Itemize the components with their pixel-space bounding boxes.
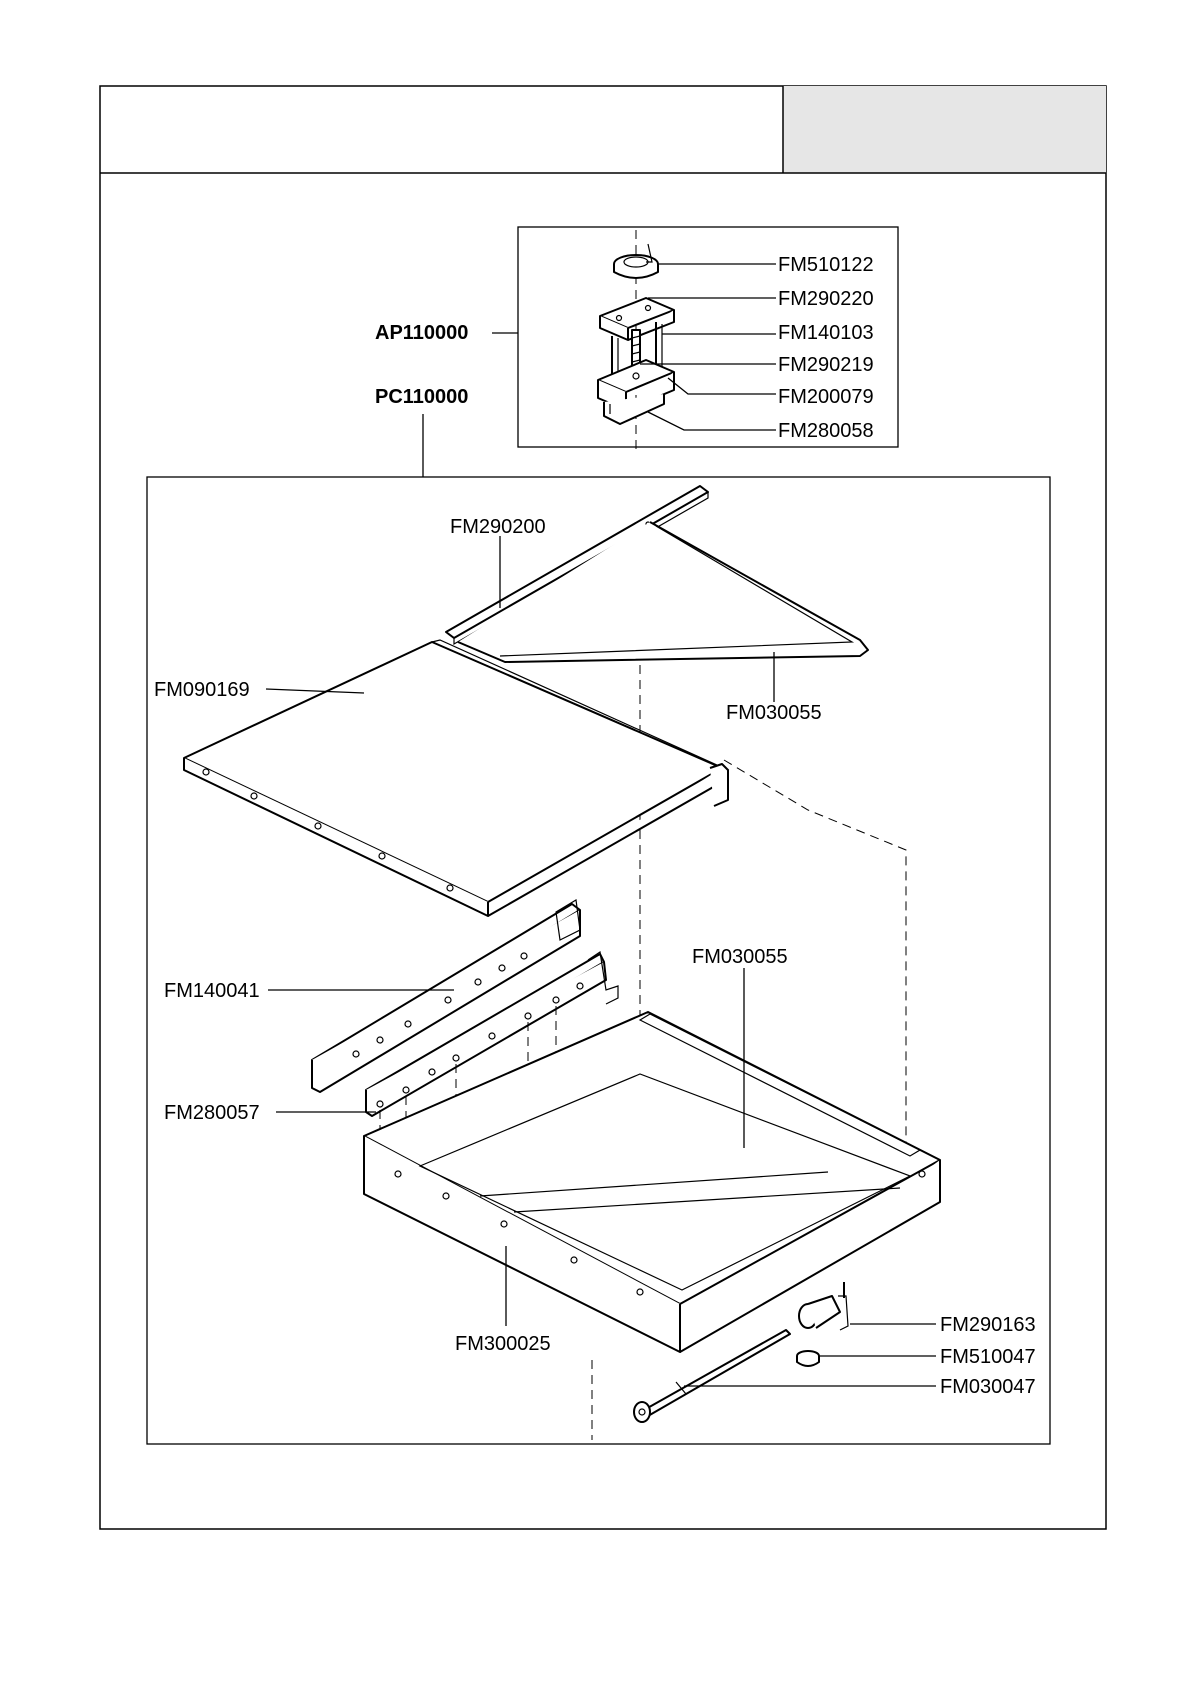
assembly-label-pc: PC110000 [375, 386, 468, 408]
upper-frame-drawing [446, 486, 868, 662]
label-fm280058: FM280058 [778, 420, 874, 442]
label-fm510122: FM510122 [778, 254, 874, 276]
label-fm030047: FM030047 [940, 1376, 1036, 1398]
label-fm290219: FM290219 [778, 354, 874, 376]
label-fm030055-bottom: FM030055 [692, 946, 788, 968]
assembly-label-ap: AP110000 [375, 322, 468, 344]
header-grey-panel [783, 86, 1106, 173]
label-fm290163: FM290163 [940, 1314, 1036, 1336]
label-fm280057: FM280057 [164, 1102, 260, 1124]
label-fm290220: FM290220 [778, 288, 874, 310]
label-fm200079: FM200079 [778, 386, 874, 408]
label-fm030055-top: FM030055 [726, 702, 822, 724]
label-fm090169: FM090169 [154, 679, 250, 701]
label-fm290200: FM290200 [450, 516, 546, 538]
label-fm140041: FM140041 [164, 980, 260, 1002]
label-fm510047: FM510047 [940, 1346, 1036, 1368]
label-fm300025: FM300025 [455, 1333, 551, 1355]
label-fm140103: FM140103 [778, 322, 874, 344]
lid-panel-drawing [184, 640, 728, 916]
